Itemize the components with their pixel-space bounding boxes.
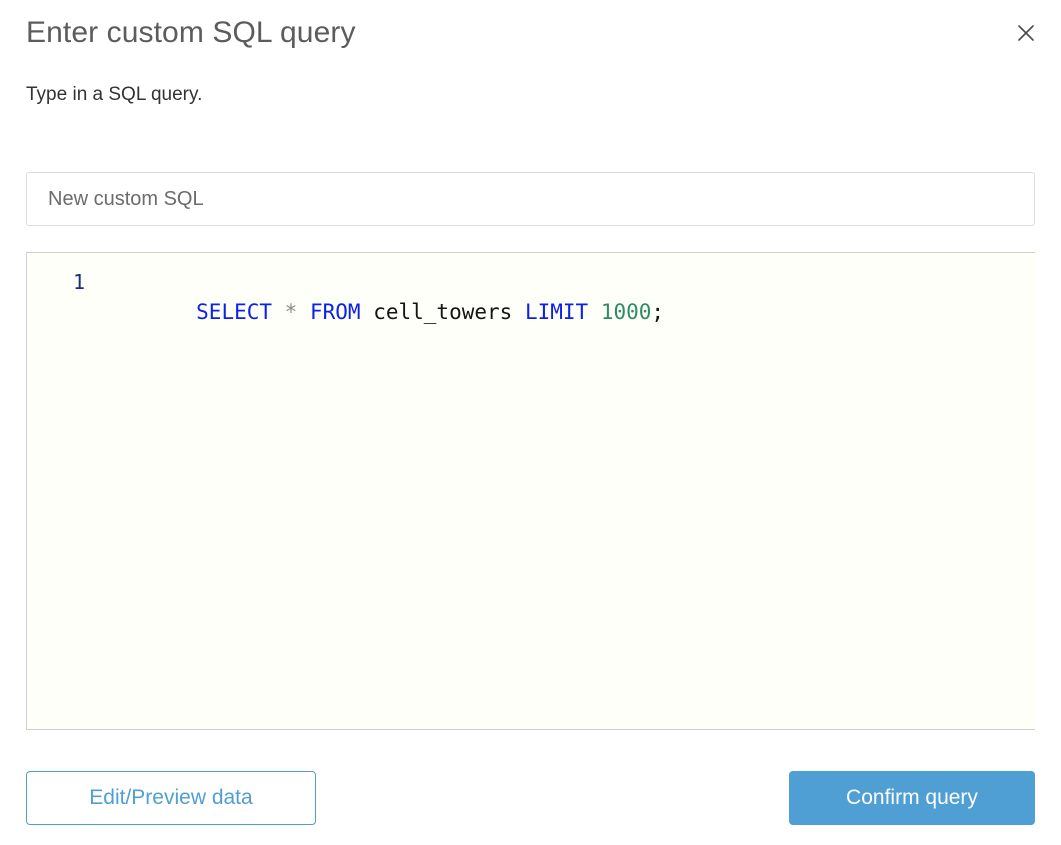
sql-space: [588, 300, 601, 324]
sql-space: [512, 300, 525, 324]
confirm-query-button[interactable]: Confirm query: [789, 771, 1035, 825]
sql-token-semicolon: ;: [651, 300, 665, 324]
sql-space: [361, 300, 374, 324]
sql-space: [272, 300, 285, 324]
sql-token-star: *: [284, 300, 298, 324]
sql-code-text[interactable]: SELECT * FROM cell_towers LIMIT 1000;: [95, 267, 1035, 357]
sql-code-editor[interactable]: 1 SELECT * FROM cell_towers LIMIT 1000;: [26, 252, 1035, 730]
sql-token-limit-value: 1000: [600, 300, 652, 324]
editor-line-1: 1 SELECT * FROM cell_towers LIMIT 1000;: [27, 253, 1035, 729]
dialog-subtitle: Type in a SQL query.: [26, 84, 203, 105]
close-icon[interactable]: [1013, 20, 1039, 46]
sql-token-limit: LIMIT: [524, 300, 589, 324]
sql-token-from: FROM: [309, 300, 361, 324]
line-number-gutter: 1: [72, 270, 85, 294]
sql-space: [297, 300, 310, 324]
edit-preview-data-button[interactable]: Edit/Preview data: [26, 771, 316, 825]
sql-token-table-name: cell_towers: [373, 300, 513, 324]
query-name-input[interactable]: [26, 172, 1035, 226]
page-title: Enter custom SQL query: [26, 16, 356, 49]
sql-token-select: SELECT: [196, 300, 273, 324]
